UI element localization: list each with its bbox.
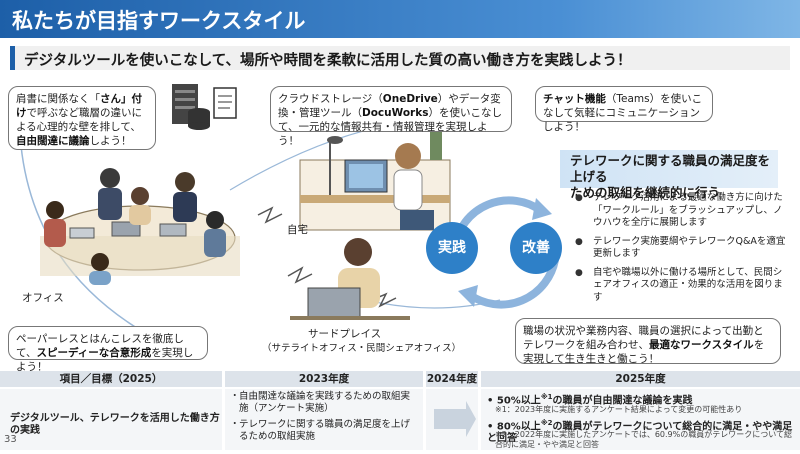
cycle-improve: 改善 — [510, 222, 562, 274]
table-row-label: デジタルツール、テレワークを活用した働き方の実践 — [0, 389, 222, 450]
arrow-icon — [434, 401, 476, 437]
page-title: 私たちが目指すワークスタイル — [12, 9, 306, 33]
bullet-dot: ・ — [230, 391, 240, 402]
subheading-bar: デジタルツールを使いこなして、場所や時間を柔軟に活用した質の高い働き方を実践しよ… — [10, 46, 790, 70]
satisfaction-list: テレワーク活用による最適な働き方に向けた「ワークルール」をブラッシュアップし、ノ… — [575, 192, 790, 310]
bubble-chat: チャット機能（Teams）を使いこなして気軽にコミュニケーションしよう！ — [535, 86, 713, 133]
third-place-scene — [290, 238, 410, 320]
subheading: デジタルツールを使いこなして、場所や時間を柔軟に活用した質の高い働き方を実践しよ… — [24, 53, 632, 69]
signal-mark — [287, 266, 313, 284]
satisfaction-panel: テレワークに関する職員の満足度を上げるための取組を継続的に行う — [560, 150, 778, 200]
title-bar: 私たちが目指すワークスタイル — [0, 0, 800, 38]
fy2025-goal-1: • 50%以上※1の職員が自由闊達な議論を実践 — [487, 393, 693, 407]
row-label: デジタルツール、テレワークを活用した働き方の実践 — [10, 413, 220, 436]
list-item: テレワーク活用による最適な働き方に向けた「ワークルール」をブラッシュアップし、ノ… — [575, 192, 790, 230]
label-office: オフィス — [22, 292, 64, 304]
fy2023-item: 自由闊達な議論を実践するための取組実施（アンケート実施） — [239, 391, 411, 414]
label-third-place-sub: （サテライトオフィス・民間シェアオフィス） — [262, 343, 462, 354]
table-header: 項目／目標（2025） — [0, 371, 222, 387]
label-home: 自宅 — [287, 224, 308, 236]
label-third-place: サードプレイス — [308, 328, 382, 340]
office-scene — [40, 168, 240, 285]
fy2025-note-2: ※2：2022年度に実施したアンケートでは、60.9%の職員がテレワークについて… — [495, 430, 793, 449]
table-cell-2024 — [426, 389, 478, 450]
page-number: 33 — [4, 434, 17, 445]
list-item: 自宅や職場以外に働ける場所として、民間シェアオフィスの適正・効果的な活用を図りま… — [575, 267, 790, 305]
table-cell-2025: • 50%以上※1の職員が自由闊達な議論を実践 ※1：2023年度に実施するアン… — [481, 389, 800, 450]
bubble-paperless: ペーパーレスとはんこレスを徹底して、スピーディーな合意形成を実現しよう！ — [8, 326, 208, 373]
bullet-dot: ・ — [230, 419, 240, 430]
bubble-flexible-work: 職場の状況や業務内容、職員の選択によって出勤とテレワークを組み合わせ、最適なワー… — [515, 318, 781, 365]
document-icon — [213, 87, 237, 119]
table-header: 2024年度 — [426, 371, 478, 387]
goals-table: 項目／目標（2025） 2023年度 2024年度 2025年度 デジタルツール… — [0, 371, 800, 450]
fy2025-note-1: ※1：2023年度に実施するアンケート結果によって変更の可能性あり — [495, 405, 743, 414]
signal-mark — [257, 206, 283, 224]
subheading-accent — [10, 46, 15, 70]
fy2025-goal-2: • 80%以上※2の職員がテレワークについて総合的に満足・やや満足と回答 — [487, 419, 793, 445]
table-header: 2023年度 — [225, 371, 423, 387]
bubble-cloud-tools: クラウドストレージ（OneDrive）やデータ変換・管理ツール（DocuWork… — [270, 86, 512, 147]
table-header: 2025年度 — [481, 371, 800, 387]
fy2023-item: テレワークに関する職員の満足度を上げるための取組実施 — [239, 419, 411, 442]
database-icon — [188, 108, 210, 130]
bubble-flat-hierarchy: 肩書に関係なく「さん」付けで呼ぶなど職層の違いによる心理的な壁を排して、自由闊達… — [8, 86, 156, 150]
list-item: テレワーク実施要綱やテレワークQ&Aを適宜更新します — [575, 236, 790, 261]
cycle-practice: 実践 — [426, 222, 478, 274]
table-cell-2023: 自由闊達な議論を実践するための取組実施（アンケート実施） テレワークに関する職員… — [225, 389, 423, 450]
